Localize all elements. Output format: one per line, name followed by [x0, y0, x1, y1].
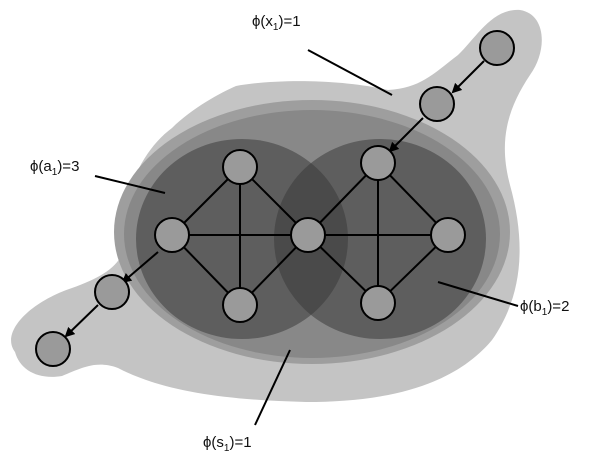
arrow-edge — [451, 60, 485, 94]
graph-arrows — [64, 60, 485, 338]
arrow-edge — [121, 251, 159, 284]
node — [154, 217, 190, 253]
node — [94, 274, 130, 310]
label-b1: ϕ(b1)=2 — [520, 298, 569, 318]
graph-nodes — [35, 30, 515, 367]
node — [222, 149, 258, 185]
node — [430, 217, 466, 253]
node — [35, 331, 71, 367]
node — [479, 30, 515, 66]
node — [222, 287, 258, 323]
leader-line-s1 — [254, 349, 291, 426]
label-s1: ϕ(s1)=1 — [203, 434, 252, 454]
leader-line-x1 — [307, 49, 393, 96]
leader-line-b1 — [437, 281, 519, 307]
label-x1: ϕ(x1)=1 — [252, 13, 301, 33]
leader-lines — [94, 49, 519, 426]
label-a1: ϕ(a1)=3 — [30, 158, 79, 178]
node — [419, 86, 455, 122]
node — [360, 145, 396, 181]
node — [360, 285, 396, 321]
arrow-edge — [388, 117, 424, 153]
cluster-overlap — [274, 139, 348, 339]
arrow-edge — [64, 304, 99, 338]
leader-line-a1 — [94, 175, 166, 194]
node — [290, 217, 326, 253]
